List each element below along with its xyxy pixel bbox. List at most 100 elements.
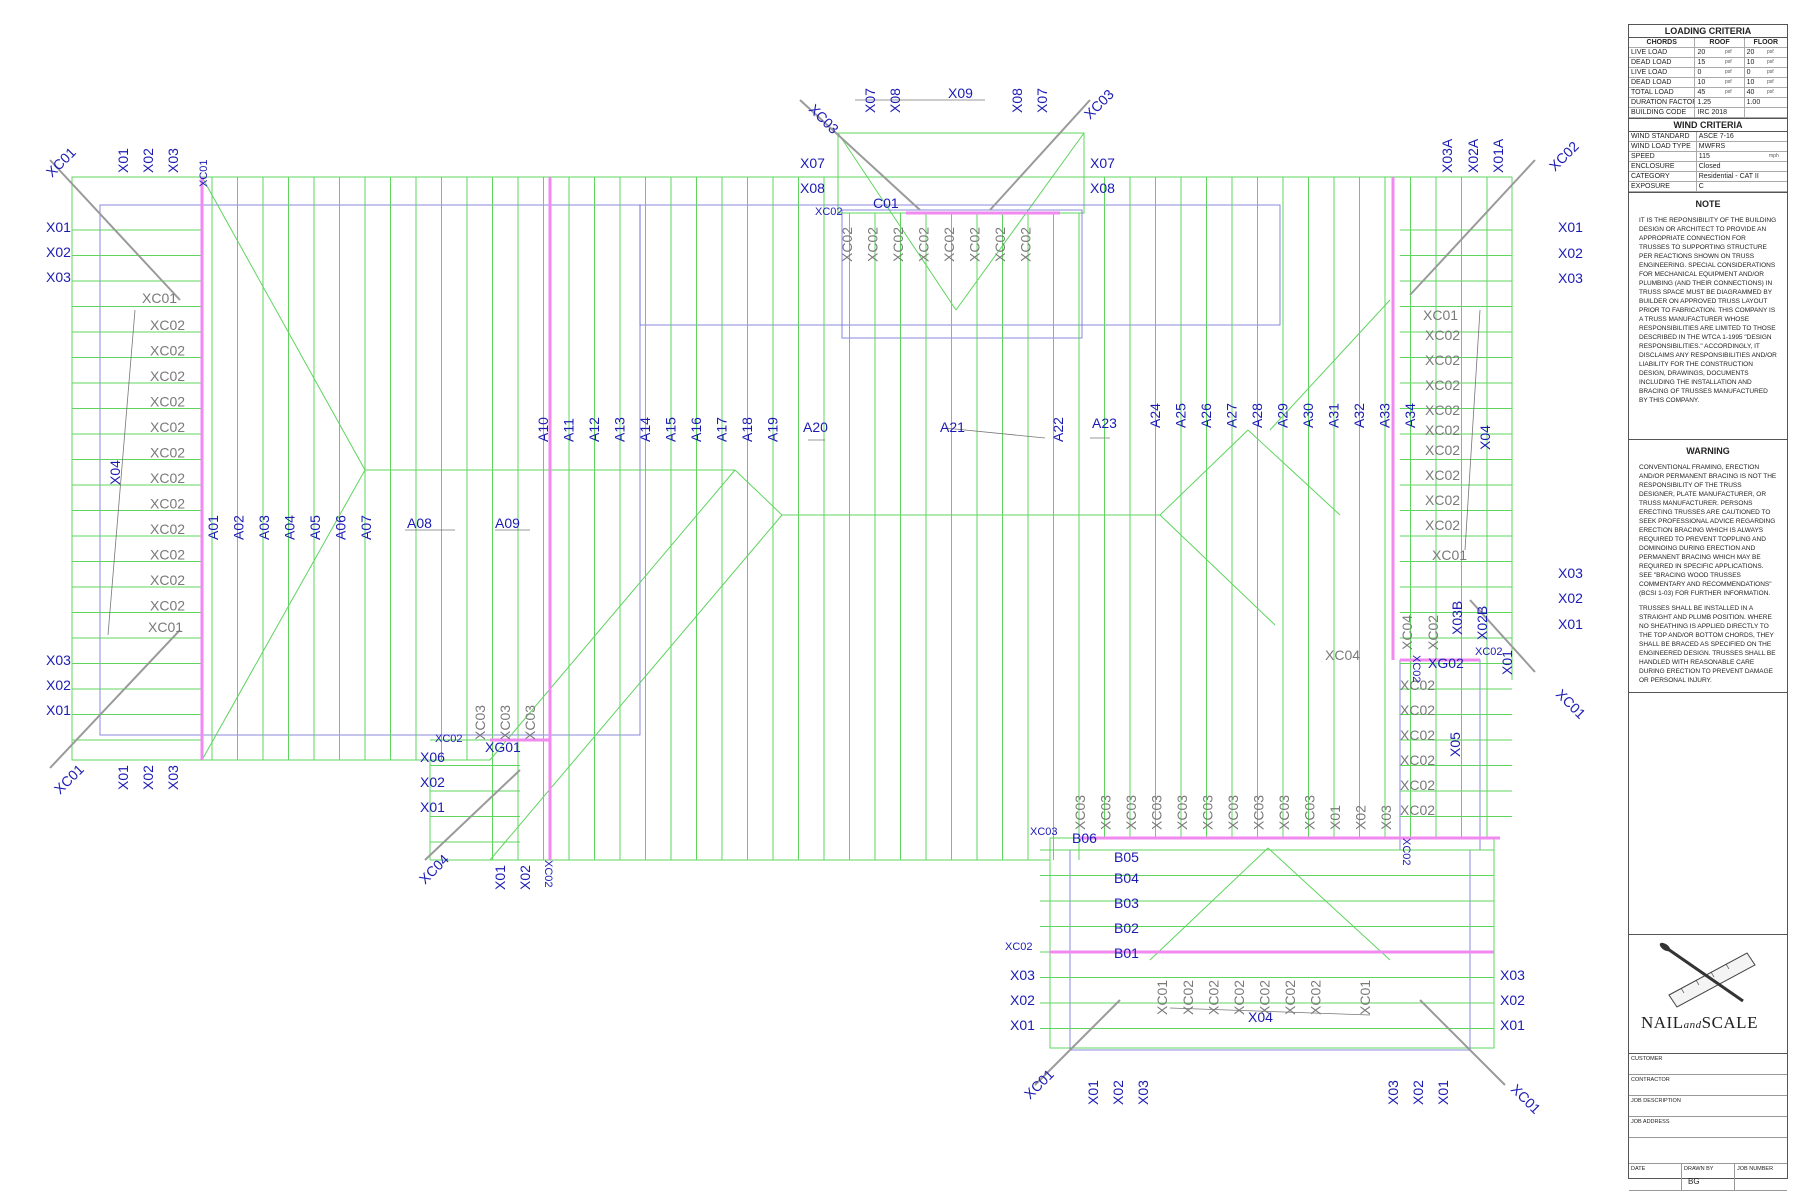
truss-label: A33 (1377, 403, 1393, 428)
truss-label: XC01 (43, 144, 79, 180)
truss-label: XC02 (1282, 980, 1298, 1015)
truss-label: A24 (1147, 403, 1163, 428)
job-address-field: JOB ADDRESS (1629, 1117, 1787, 1138)
truss-label: A08 (407, 515, 432, 531)
truss-label: A18 (739, 417, 755, 442)
truss-label: A09 (495, 515, 520, 531)
truss-label: X03 (1135, 1080, 1151, 1105)
truss-label: X03 (1385, 1080, 1401, 1105)
note-section: NOTE IT IS THE REPONSIBILITY OF THE BUIL… (1629, 193, 1787, 440)
truss-label: A07 (358, 515, 374, 540)
truss-label: XC01 (1021, 1066, 1057, 1102)
truss-label: XG01 (485, 739, 521, 755)
truss-label: XC04 (1399, 615, 1415, 650)
truss-label: A05 (307, 515, 323, 540)
loading-label: BUILDING CODE (1629, 108, 1696, 117)
truss-label: A29 (1275, 403, 1291, 428)
truss-label: XC03 (1072, 795, 1088, 830)
truss-label: X03 (1500, 967, 1525, 983)
truss-label: X07 (1034, 88, 1050, 113)
wind-label: EXPOSURE (1629, 182, 1697, 191)
truss-label: XC02 (150, 317, 185, 333)
truss-label: X02A (1465, 138, 1481, 173)
truss-label: A31 (1326, 403, 1342, 428)
truss-label: XC02 (1425, 327, 1460, 343)
truss-label: X05 (1447, 732, 1463, 757)
job-number-cell: JOB NUMBER (1735, 1164, 1787, 1190)
truss-label: XC02 (150, 598, 185, 614)
truss-label: X01 (420, 799, 445, 815)
note-title: NOTE (1695, 199, 1721, 209)
hip-line (201, 469, 366, 761)
truss-label: XC02 (435, 733, 463, 745)
contractor-field: CONTRACTOR (1629, 1075, 1787, 1096)
truss-label: X04 (1477, 425, 1493, 450)
truss-label: XC03 (1123, 795, 1139, 830)
span-arrow (944, 427, 1046, 439)
loading-roof: 0 (1695, 68, 1745, 77)
loading-roof: 10 (1695, 78, 1745, 87)
truss-label: XC02 (1400, 802, 1435, 818)
truss-label: XC03 (1276, 795, 1292, 830)
truss-label: A10 (535, 417, 551, 442)
truss-label: X04 (107, 460, 123, 485)
hip-line (489, 514, 783, 861)
head-floor: FLOOR (1753, 39, 1779, 46)
truss-label: X03B (1449, 601, 1465, 635)
loading-floor: 40 (1746, 89, 1755, 96)
unit-psf: psf (1725, 89, 1732, 95)
wind-label: WIND STANDARD (1629, 132, 1697, 141)
head-chords: CHORDS (1629, 38, 1696, 47)
truss-label: XC02 (890, 227, 906, 262)
truss-label: XC02 (865, 227, 881, 262)
truss-label: XC03 (1251, 795, 1267, 830)
truss-label: X01 (1435, 1080, 1451, 1105)
logo-part-2: and (1683, 1019, 1702, 1031)
corner-hip (1034, 999, 1121, 1086)
truss-label: X02 (1500, 992, 1525, 1008)
hip-line (1159, 429, 1249, 516)
date-cell: DATE (1629, 1164, 1682, 1190)
wind-value: MWFRS (1698, 143, 1726, 150)
truss-label: X03 (165, 765, 181, 790)
span-arrow (1169, 1007, 1371, 1016)
warning-text-1: CONVENTIONAL FRAMING, ERECTION AND/OR PE… (1639, 464, 1777, 597)
loading-roof: 15 (1695, 58, 1745, 67)
truss-label: X01 (1499, 650, 1515, 675)
truss-label: XC02 (1005, 941, 1033, 953)
truss-label: XC02 (150, 368, 185, 384)
truss-label: B04 (1114, 870, 1139, 886)
truss-label: XC02 (815, 206, 843, 218)
drawn-by-label: DRAWN BY (1684, 1166, 1714, 1172)
company-name: NAILandSCALE (1641, 1013, 1758, 1033)
truss-label: XC02 (150, 572, 185, 588)
truss-label: XC02 (1425, 467, 1460, 483)
hip-line (1247, 429, 1341, 516)
truss-label: XC02 (150, 419, 185, 435)
corner-hip (989, 99, 1091, 211)
truss-label: X03 (1010, 967, 1035, 983)
hip-line (1149, 847, 1269, 961)
truss-label: XC01 (1508, 1081, 1544, 1117)
truss-label: X02 (1353, 805, 1369, 830)
truss-label: XC01 (148, 619, 183, 635)
loading-roof: 1.25 (1695, 98, 1745, 107)
title-block: LOADING CRITERIA CHORDS ROOF FLOOR LIVE … (1628, 24, 1788, 1191)
loading-criteria: LOADING CRITERIA CHORDS ROOF FLOOR LIVE … (1629, 25, 1787, 119)
truss-label: A13 (612, 417, 628, 442)
loading-roof: IRC 2018 (1695, 108, 1745, 117)
truss-label: X02 (140, 148, 156, 173)
truss-label: A12 (586, 417, 602, 442)
truss-label: XC01 (1432, 547, 1467, 563)
truss-label: X01 (46, 702, 71, 718)
unit-psf: psf (1725, 59, 1732, 65)
truss-label: XC03 (1030, 826, 1058, 838)
truss-label: A17 (714, 417, 730, 442)
unit-psf: psf (1767, 69, 1774, 75)
truss-label: X01 (115, 148, 131, 173)
loading-floor: 10 (1746, 79, 1755, 86)
